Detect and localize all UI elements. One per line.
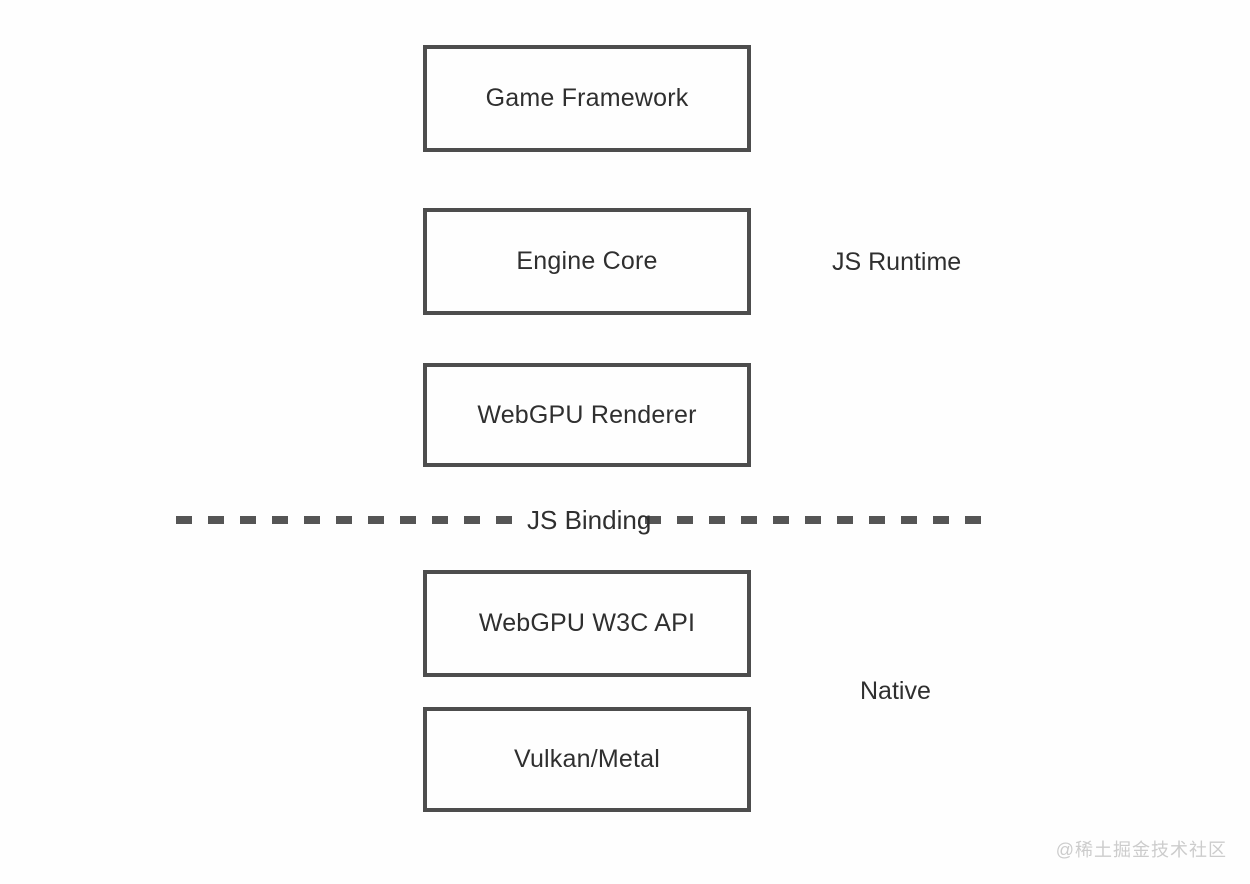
label-js-runtime: JS Runtime [832, 248, 962, 276]
box-webgpu-renderer-label: WebGPU Renderer [477, 400, 697, 429]
js-binding-label: JS Binding [527, 504, 652, 535]
box-vulkan-metal: Vulkan/Metal [423, 707, 751, 812]
js-binding-divider: JS Binding [176, 492, 993, 548]
dashed-line-right [645, 516, 993, 524]
box-vulkan-metal-label: Vulkan/Metal [514, 745, 660, 773]
box-webgpu-renderer: WebGPU Renderer [423, 363, 751, 467]
box-game-framework: Game Framework [423, 45, 751, 152]
dashed-line-left [176, 516, 512, 524]
box-game-framework-label: Game Framework [485, 84, 689, 112]
watermark: @稀土掘金技术社区 [1055, 840, 1227, 860]
box-webgpu-w3c-api: WebGPU W3C API [423, 570, 751, 677]
box-webgpu-w3c-api-label: WebGPU W3C API [478, 609, 696, 637]
box-engine-core-label: Engine Core [516, 247, 658, 275]
label-native: Native [860, 677, 931, 705]
box-engine-core: Engine Core [423, 208, 751, 315]
